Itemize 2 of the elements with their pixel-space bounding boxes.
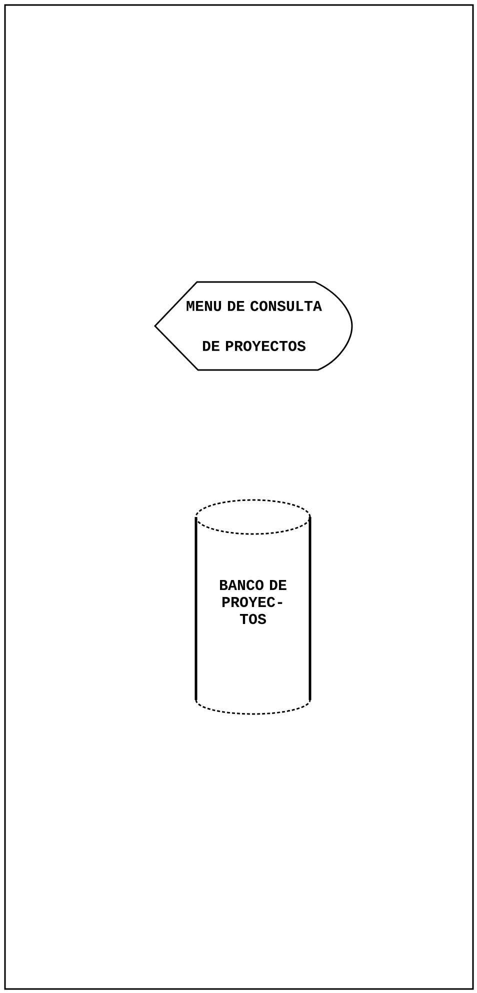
node-label: BANCO DE PROYEC- TOS [220,580,286,624]
database-cylinder: BANCO DE PROYEC- TOS [194,499,312,715]
